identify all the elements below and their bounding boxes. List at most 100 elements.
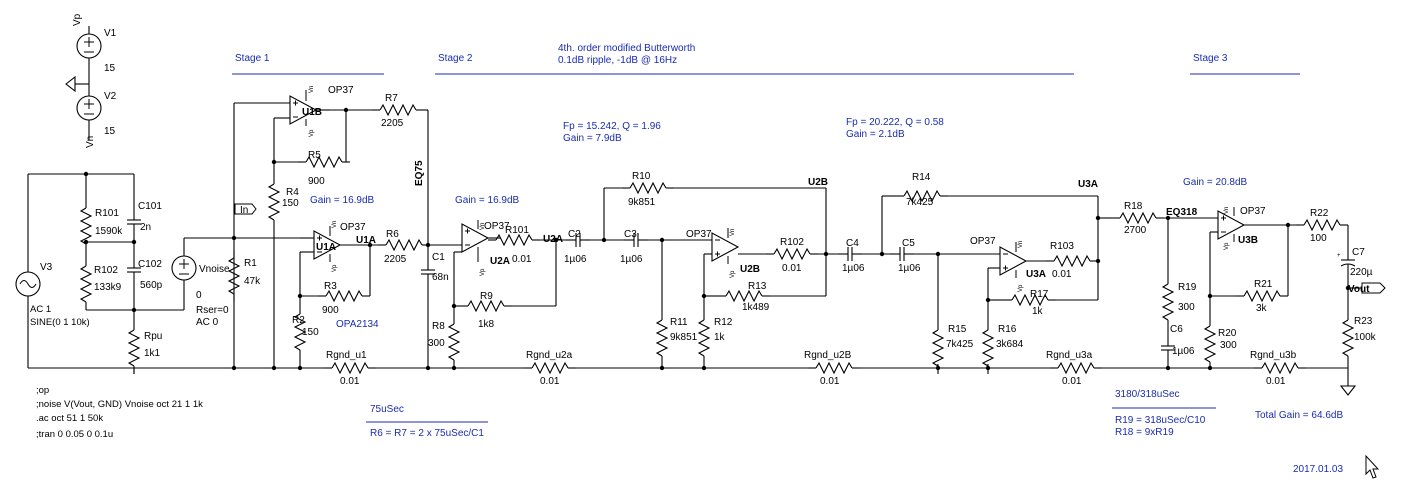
resistor-r15[interactable]: R15 7k425 xyxy=(932,321,974,375)
resistor-r2[interactable]: R2 150 xyxy=(292,305,319,359)
svg-text:R19: R19 xyxy=(1178,282,1197,293)
resistor-r5[interactable]: R5 900 xyxy=(297,150,351,187)
opamp-u1b[interactable]: U1B OP37 Vn Vp xyxy=(289,85,354,137)
svg-text:C2: C2 xyxy=(568,229,581,240)
resistor-r21[interactable]: R21 3k xyxy=(1235,279,1289,314)
resistor-r102-input[interactable]: R102 133k9 xyxy=(80,257,122,311)
svg-text:R3: R3 xyxy=(324,281,337,292)
resistor-r17[interactable]: R17 1k xyxy=(1003,289,1057,317)
opamp-u1a[interactable]: U1A OP37 OPA2134 Vn Vp xyxy=(300,221,379,330)
resistor-r20[interactable]: R20 300 xyxy=(1204,317,1237,371)
resistor-r103[interactable]: R103 0.01 xyxy=(1045,241,1099,280)
resistor-rgnd-u1[interactable]: Rgnd_u1 0.01 xyxy=(323,350,377,387)
opamp-u2b[interactable]: OP37 U2B Vn Vp xyxy=(686,228,760,278)
capacitor-c2[interactable]: C2 1µ06 xyxy=(564,229,591,265)
svg-text:U2A: U2A xyxy=(490,256,510,267)
svg-text:100k: 100k xyxy=(1354,332,1377,343)
resistor-r19[interactable]: R19 300 xyxy=(1162,275,1197,329)
resistor-r1[interactable]: R1 47k xyxy=(228,249,261,303)
capacitor-c4[interactable]: C4 1µ06 xyxy=(837,238,865,274)
resistor-r13[interactable]: R13 1k489 xyxy=(717,281,771,313)
resistor-r8[interactable]: R8 300 xyxy=(428,315,460,369)
resistor-r9[interactable]: R9 1k8 xyxy=(459,291,513,330)
svg-text:3k684: 3k684 xyxy=(996,339,1024,350)
svg-text:9k851: 9k851 xyxy=(628,197,656,208)
svg-text:0.01: 0.01 xyxy=(782,263,802,274)
resistor-rgnd-u3a[interactable]: Rgnd_u3a 0.01 xyxy=(1046,350,1103,387)
svg-text:47k: 47k xyxy=(244,276,261,287)
source-vnoise[interactable]: Vnoise 0 Rser=0 AC 0 xyxy=(171,237,234,328)
gain-stage2-note: Gain = 16.9dB xyxy=(455,195,520,206)
resistor-r23[interactable]: R23 100k xyxy=(1342,311,1377,365)
capacitor-c102[interactable]: C102 560p xyxy=(126,257,163,291)
svg-text:Rgnd_u3b: Rgnd_u3b xyxy=(1250,350,1297,361)
resistor-r22[interactable]: R22 100 xyxy=(1295,208,1349,244)
resistor-r14[interactable]: R14 7k425 xyxy=(895,172,949,208)
u3b-wiring xyxy=(1165,222,1362,371)
svg-text:C7: C7 xyxy=(1352,247,1365,258)
resistor-r101-u2a[interactable]: R101 0.01 xyxy=(487,225,541,265)
vnoise-rser: Rser=0 xyxy=(196,305,229,316)
resistor-r12[interactable]: R12 1k xyxy=(698,311,733,365)
svg-text:R22: R22 xyxy=(1310,208,1329,219)
resistor-rgnd-u3b[interactable]: Rgnd_u3b 0.01 xyxy=(1250,350,1307,387)
fp2-note: Fp = 20.222, Q = 0.58 xyxy=(846,117,944,128)
svg-text:U2B: U2B xyxy=(740,264,760,275)
directive-op[interactable]: ;op xyxy=(36,385,49,396)
gain-stage1-note: Gain = 16.9dB xyxy=(310,195,375,206)
svg-text:R12: R12 xyxy=(714,317,733,328)
resistor-rgnd-u2a[interactable]: Rgnd_u2a 0.01 xyxy=(523,350,577,387)
resistor-r10[interactable]: R10 9k851 xyxy=(621,171,675,208)
svg-text:Vp: Vp xyxy=(480,268,486,276)
capacitor-c5[interactable]: C5 1µ06 xyxy=(889,238,921,274)
resistor-r11[interactable]: R11 9k851 xyxy=(656,311,698,365)
resistor-r4[interactable]: R4 150 xyxy=(268,175,299,229)
svg-text:R5: R5 xyxy=(308,150,321,161)
vnoise-name: Vnoise xyxy=(199,264,230,275)
svg-text:R21: R21 xyxy=(1254,279,1273,290)
directive-noise[interactable]: ;noise V(Vout, GND) Vnoise oct 21 1 1k xyxy=(36,399,203,410)
directive-tran[interactable]: ;tran 0 0.05 0 0.1u xyxy=(36,429,113,440)
capacitor-c101[interactable]: C101 2n xyxy=(126,201,162,235)
opamp-u2a[interactable]: OP37 U2A Vn Vp xyxy=(461,220,510,276)
svg-text:150: 150 xyxy=(282,198,299,209)
capacitor-c6[interactable]: C6 1µ06 xyxy=(1160,324,1195,361)
svg-text:0.01: 0.01 xyxy=(820,376,840,387)
resistor-r101-input[interactable]: R101 1590k xyxy=(80,199,123,253)
resistor-r6[interactable]: R6 2205 xyxy=(377,229,431,265)
supply-v2[interactable]: V2 15 Vn xyxy=(76,84,117,148)
supply-v1[interactable]: V1 15 Vp xyxy=(65,13,117,93)
capacitor-c1[interactable]: C1 68n xyxy=(420,252,449,285)
resistor-rpu[interactable]: Rpu 1k1 xyxy=(128,321,162,375)
opamp-u3a[interactable]: OP37 U3A Vn Vp xyxy=(970,236,1046,292)
svg-text:Vp: Vp xyxy=(730,270,736,278)
svg-text:C5: C5 xyxy=(902,238,915,249)
v3-name: V3 xyxy=(40,262,53,273)
resistor-r16[interactable]: R16 3k684 xyxy=(982,321,1024,375)
vnoise-ac: AC 0 xyxy=(196,317,219,328)
opamp-u3b[interactable]: OP37 U3B Vn Vp xyxy=(1217,206,1266,250)
svg-text:R18: R18 xyxy=(1124,201,1143,212)
resistor-r102-u2b[interactable]: R102 0.01 xyxy=(765,237,819,274)
svg-text:2700: 2700 xyxy=(1124,225,1147,236)
svg-text:OP37: OP37 xyxy=(340,222,366,233)
svg-text:Rpu: Rpu xyxy=(144,331,162,342)
v2-name: V2 xyxy=(104,91,117,102)
stage3-label: Stage 3 xyxy=(1193,53,1228,64)
resistor-rgnd-u2b[interactable]: Rgnd_u2B 0.01 xyxy=(804,350,861,387)
capacitor-c7[interactable]: + C7 220µ xyxy=(1337,247,1373,278)
svg-text:Vp: Vp xyxy=(1224,242,1230,250)
svg-text:R102: R102 xyxy=(94,265,118,276)
source-v3[interactable]: V3 AC 1 SINE(0 1 10k) xyxy=(15,262,90,328)
t75-note: 75uSec xyxy=(370,404,404,415)
resistor-r3[interactable]: R3 900 xyxy=(317,281,371,316)
svg-text:0.01: 0.01 xyxy=(1052,269,1072,280)
svg-text:R101: R101 xyxy=(95,208,119,219)
svg-text:Rgnd_u2B: Rgnd_u2B xyxy=(804,350,852,361)
directive-ac[interactable]: .ac oct 51 1 50k xyxy=(36,413,103,424)
capacitor-c3[interactable]: C3 1µ06 xyxy=(620,229,649,265)
resistor-r7[interactable]: R7 2205 xyxy=(371,93,425,129)
svg-text:68n: 68n xyxy=(432,272,449,283)
resistor-r18[interactable]: R18 2700 xyxy=(1111,201,1165,236)
